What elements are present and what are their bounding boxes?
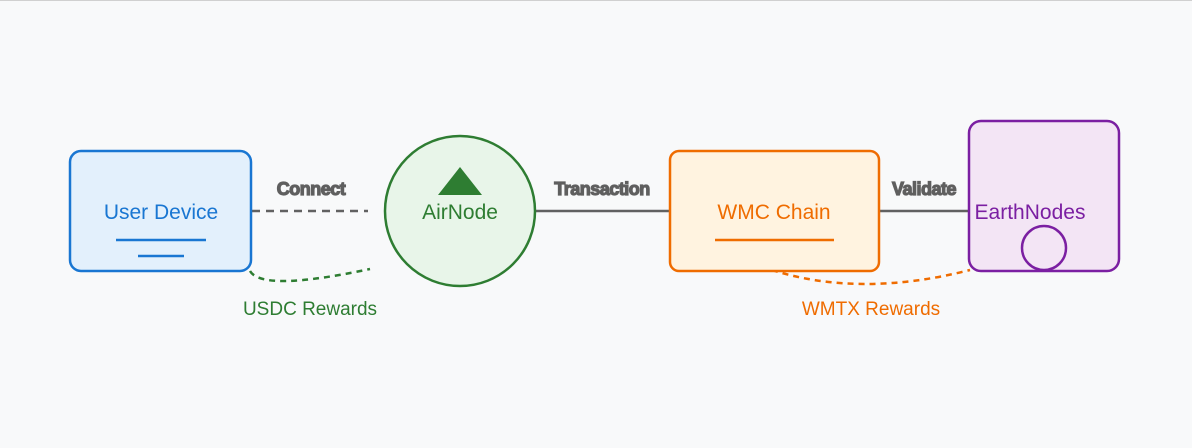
wmtx-rewards-curve bbox=[771, 268, 971, 286]
usdc-rewards-curve bbox=[248, 267, 371, 283]
user-device-node[interactable]: User Device bbox=[68, 149, 253, 273]
airnode-node[interactable]: AirNode bbox=[383, 134, 537, 288]
triangle-icon bbox=[438, 167, 482, 195]
usdc-rewards-label: USDC Rewards bbox=[243, 299, 377, 320]
validate-label: Validate bbox=[892, 179, 957, 199]
user-device-label: User Device bbox=[104, 201, 218, 224]
wmc-chain-label: WMC Chain bbox=[717, 201, 830, 224]
connect-label: Connect bbox=[277, 179, 346, 199]
transaction-label: Transaction bbox=[554, 179, 650, 199]
top-divider bbox=[0, 0, 1192, 1]
airnode-label: AirNode bbox=[422, 201, 498, 224]
wmc-chain-node[interactable]: WMC Chain bbox=[668, 149, 881, 273]
earthnodes-label: EarthNodes bbox=[975, 201, 1086, 224]
wmtx-rewards-label: WMTX Rewards bbox=[802, 299, 940, 320]
globe-icon bbox=[1020, 224, 1068, 272]
earthnodes-node[interactable]: EarthNodes bbox=[967, 119, 1121, 273]
